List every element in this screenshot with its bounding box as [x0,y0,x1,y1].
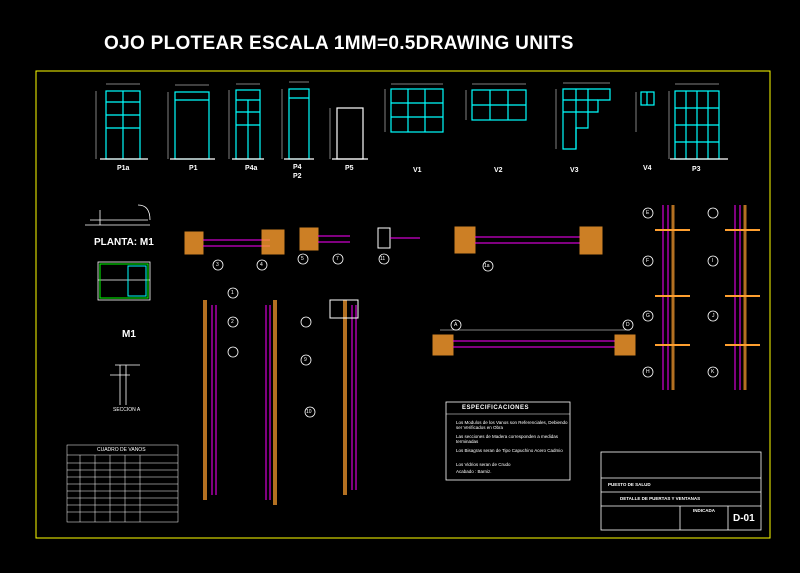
elevation-p3 [670,90,728,160]
detail-number-1a: 1a [484,263,490,269]
label-p1a: P1a [117,165,130,172]
elevation-p1 [170,91,215,160]
label-v2: V2 [494,167,503,174]
section-letter-k: K [711,369,715,375]
label-v1: V1 [413,167,422,174]
spec-item-5: Acabado : Barniz. [456,469,492,474]
vertical-sections [203,299,359,505]
elevation-p4 [284,88,314,160]
title-block-code: D-01 [733,513,755,524]
schedule-table-grid [66,444,179,523]
title-block-scale: INDICADA [693,508,715,513]
module-label: M1 [122,329,136,340]
section-letter-j: J [712,313,715,319]
elevation-p4a [232,89,264,160]
label-v4: V4 [643,165,652,172]
label-p1: P1 [189,165,198,172]
detail-number-2: 2 [231,319,234,325]
detail-number-3: 3 [216,262,219,268]
elevation-p5 [332,107,368,160]
detail-markers [212,207,719,418]
section-letter-f: F [646,258,650,264]
title-block-sheet-title: DETALLE DE PUERTAS Y VENTANAS [620,496,701,501]
detail-number-4: 4 [260,262,263,268]
label-p5: P5 [345,165,354,172]
plan-detail-sketch [85,204,151,301]
label-p4: P4 [293,164,302,171]
drawing-title: OJO PLOTEAR ESCALA 1MM=0.5DRAWING UNITS [104,33,574,54]
elevation-v3 [562,88,611,150]
title-block-frame [600,451,762,531]
specifications-heading: ESPECIFICACIONES [462,405,530,411]
spec-item-1: Los Modulos de los Vanos son Referencial… [456,420,568,430]
detail-number-1: 1 [231,290,234,296]
spec-item-2: Las secciones de Madera corresponden a m… [456,434,559,444]
label-p4a: P4a [245,165,258,172]
elevation-v2 [471,89,527,121]
label-v3: V3 [570,167,579,174]
specifications-box [445,401,571,481]
detail-number-11: 11 [380,256,386,262]
elevation-p1a [100,90,148,160]
detail-number-5: 5 [301,256,304,262]
window-long-section [432,329,636,356]
sheet-frame [35,70,771,539]
detail-number-9: 9 [304,357,307,363]
section-letter-a: A [454,322,458,328]
spec-item-3: Los Bisagras seran de Tipo Capuchino Ace… [456,448,563,453]
detail-number-10: 10 [306,409,312,415]
right-vertical-sections [655,205,760,390]
section-a-label: SECCION A [113,407,141,413]
elevation-v4 [640,91,655,106]
plan-label: PLANTA: M1 [94,237,154,248]
section-letter-e: E [646,210,650,216]
door-window-elevations [100,88,728,160]
spec-item-4: Los Vidrios seran de Crudo [456,462,511,467]
section-letter-h: H [646,369,650,375]
plan-module-m1 [99,263,149,299]
title-block-project: PUESTO DE SALUD [608,482,651,487]
elevation-dimensions [95,81,719,159]
section-a-sketch [110,364,140,405]
label-p2: P2 [293,173,302,180]
section-letter-i: I [712,258,714,264]
section-letter-d: D [626,322,630,328]
horizontal-sections-top [184,226,603,255]
detail-number-7: 7 [336,256,339,262]
schedule-title: CUADRO DE VANOS [97,447,146,453]
elevation-v1 [390,88,444,133]
label-p3: P3 [692,166,701,173]
section-letter-g: G [646,313,650,319]
